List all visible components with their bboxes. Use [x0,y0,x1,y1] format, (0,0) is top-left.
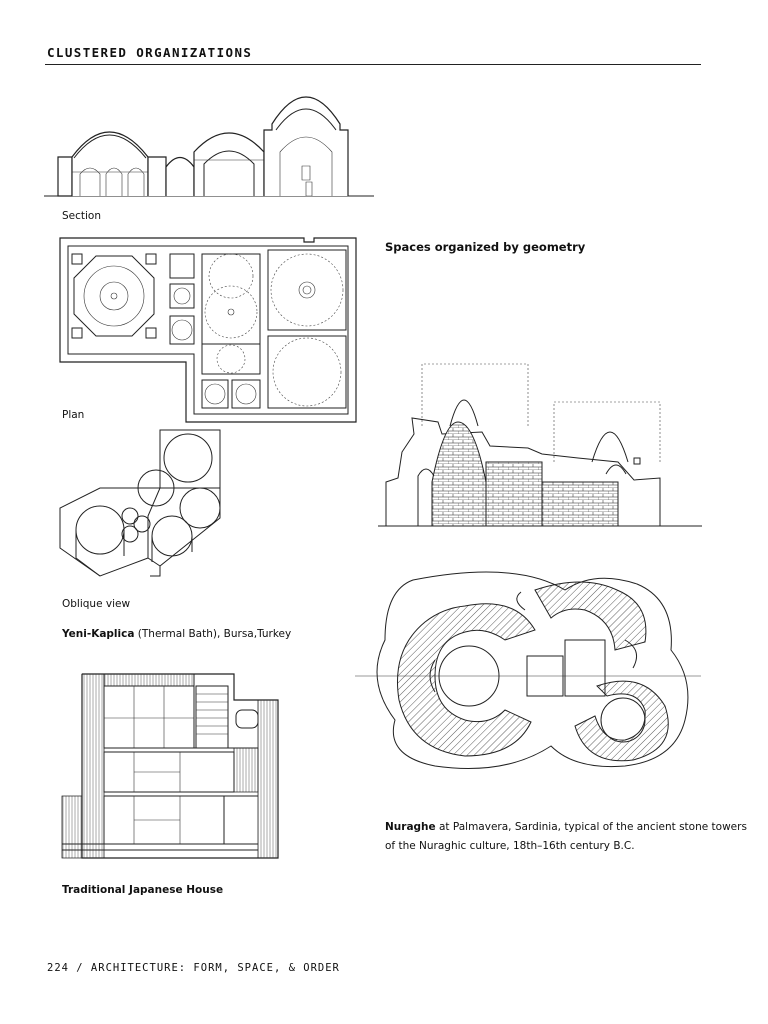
spaces-geometry-heading: Spaces organized by geometry [385,240,586,254]
nuraghe-name: Nuraghe [385,821,436,833]
yeni-kaplica-desc: (Thermal Bath), Bursa,Turkey [134,628,292,640]
plan-caption: Plan [62,409,85,421]
nuraghe-desc-1: at Palmavera, Sardinia, typical of the a… [435,821,747,833]
bath-plan-drawing [60,238,358,424]
bath-oblique-drawing [60,428,240,578]
oblique-caption: Oblique view [62,598,131,610]
japanese-house-caption: Traditional Japanese House [62,884,223,896]
bath-section-drawing [44,82,374,207]
nuraghe-plan-drawing [355,570,701,780]
nuraghe-caption: Nuraghe at Palmavera, Sardinia, typical … [385,818,747,856]
page-footer: 224 / ARCHITECTURE: FORM, SPACE, & ORDER [47,962,340,974]
yeni-kaplica-caption: Yeni-Kaplica (Thermal Bath), Bursa,Turke… [62,628,291,640]
japanese-house-plan [62,672,278,864]
yeni-kaplica-name: Yeni-Kaplica [62,628,135,640]
header-rule [45,64,701,65]
chapter-title: CLUSTERED ORGANIZATIONS [47,45,253,60]
nuraghe-section-drawing [378,362,702,538]
japanese-house-name: Traditional Japanese House [62,884,224,896]
nuraghe-desc-2: of the Nuraghic culture, 18th–16th centu… [385,840,635,852]
section-caption: Section [62,210,102,222]
